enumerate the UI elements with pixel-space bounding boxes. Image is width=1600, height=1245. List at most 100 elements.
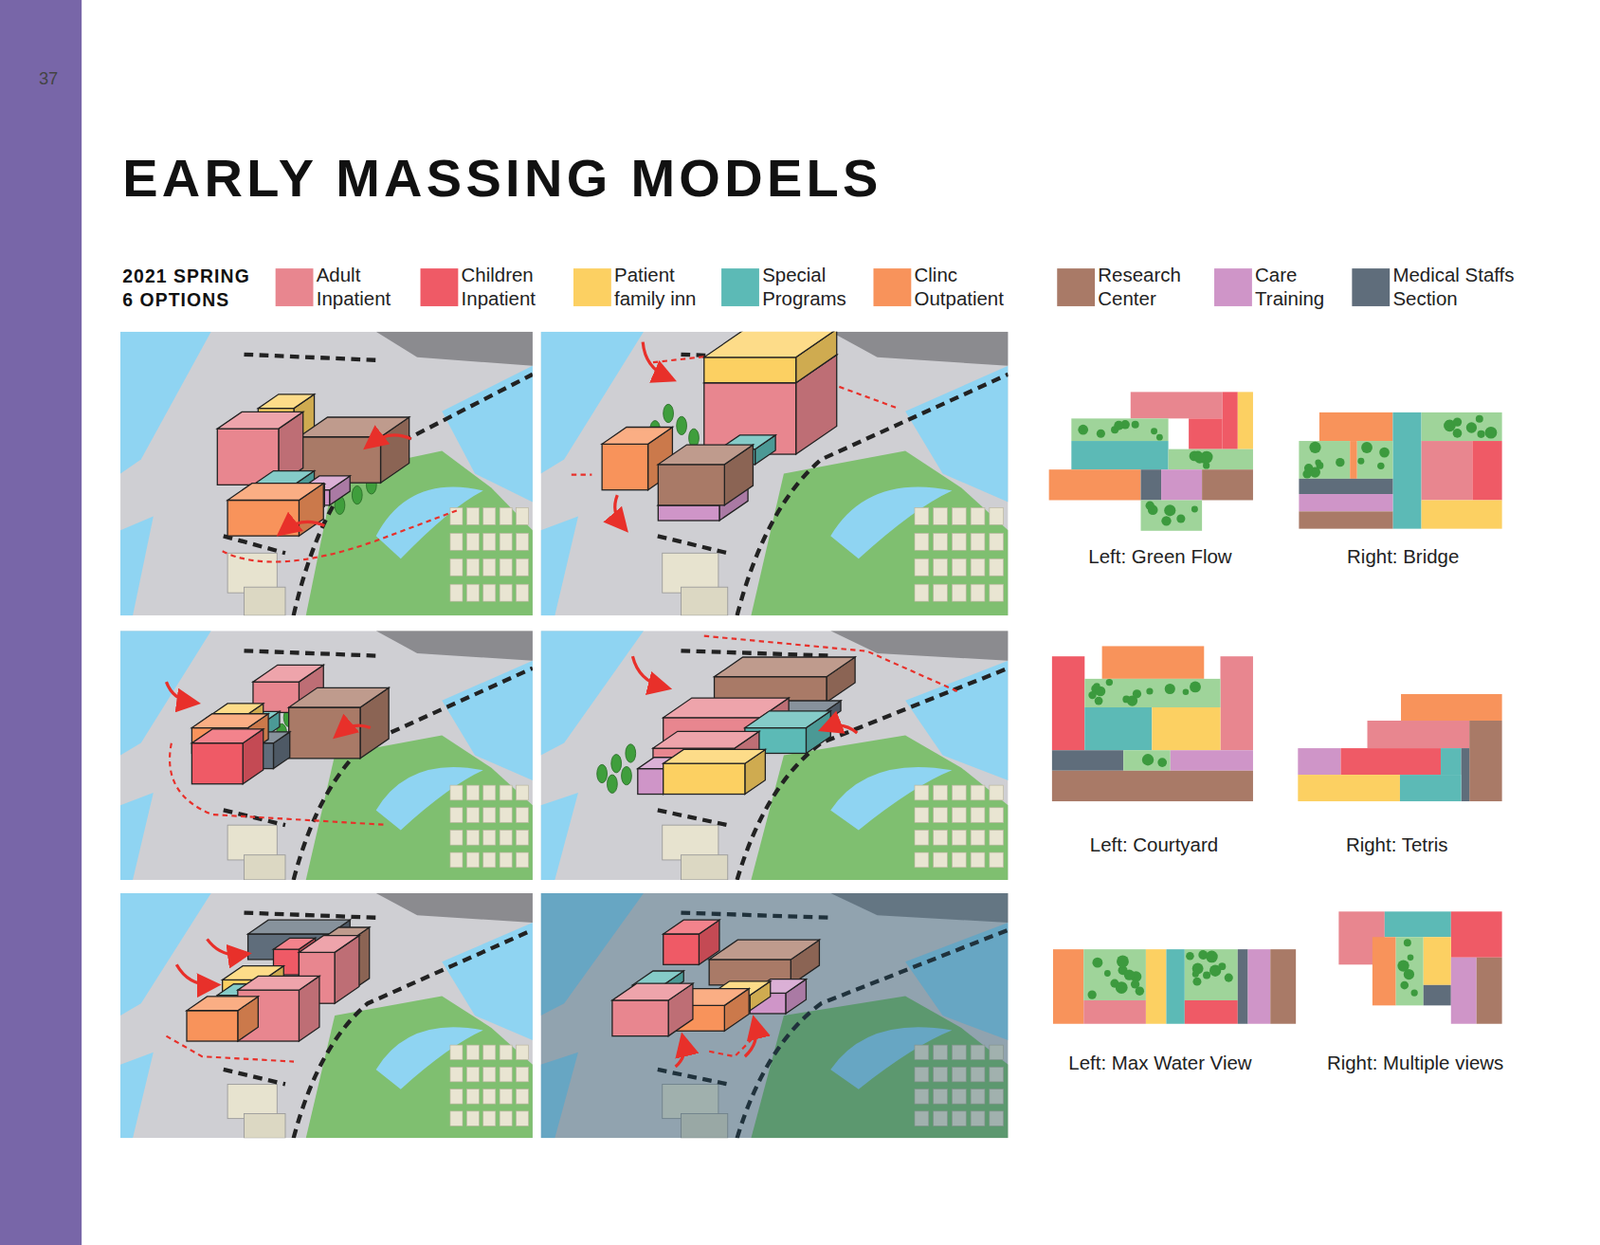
access-arrow bbox=[632, 655, 663, 687]
pond bbox=[376, 766, 484, 830]
tree-dot bbox=[1475, 415, 1484, 423]
parking bbox=[376, 892, 533, 923]
green-space bbox=[1298, 440, 1350, 479]
site-map bbox=[120, 331, 533, 616]
program-block bbox=[1161, 469, 1202, 500]
mass-front bbox=[289, 707, 361, 759]
tree-dot bbox=[1094, 696, 1104, 706]
tree-dot bbox=[1205, 950, 1219, 964]
city-block bbox=[933, 558, 948, 576]
tree-dot bbox=[1106, 678, 1113, 686]
program-block bbox=[1384, 910, 1452, 937]
tree-dot bbox=[1314, 459, 1322, 467]
city-block bbox=[989, 807, 1004, 823]
mass-front bbox=[186, 1010, 238, 1041]
mass-top bbox=[191, 728, 263, 744]
city-block bbox=[499, 784, 512, 800]
mass-top bbox=[653, 730, 760, 748]
pond bbox=[830, 766, 952, 830]
program-block bbox=[1237, 391, 1254, 449]
tree-dot bbox=[1192, 977, 1201, 986]
legend-swatch bbox=[872, 268, 911, 307]
tree-dot bbox=[1361, 441, 1373, 454]
land bbox=[120, 331, 533, 616]
city-block bbox=[516, 829, 529, 845]
mass-top bbox=[217, 411, 303, 429]
city-block bbox=[970, 829, 985, 845]
green-space bbox=[1084, 678, 1220, 708]
tree-dot bbox=[1096, 429, 1106, 438]
program-block bbox=[1052, 655, 1085, 750]
legend-text: Patient family inn bbox=[614, 264, 717, 311]
city-block bbox=[483, 558, 496, 576]
city-block bbox=[933, 852, 948, 868]
city-block bbox=[466, 1066, 479, 1082]
land bbox=[541, 630, 1009, 880]
plan-caption: Left: Green Flow bbox=[1027, 545, 1293, 569]
program-block bbox=[1053, 948, 1084, 1024]
plan-caption: Left: Max Water View bbox=[1027, 1052, 1293, 1075]
program-block bbox=[1297, 774, 1400, 801]
city-block bbox=[483, 852, 496, 868]
mass-top bbox=[253, 664, 324, 682]
program-block bbox=[1367, 720, 1471, 748]
mass-front bbox=[704, 382, 797, 455]
program-block bbox=[1130, 391, 1223, 419]
access-arrow bbox=[283, 521, 325, 530]
program-block bbox=[1184, 1000, 1238, 1024]
site-map bbox=[541, 630, 1009, 880]
land bbox=[541, 892, 1009, 1138]
water bbox=[120, 892, 212, 1016]
city-block bbox=[914, 507, 929, 525]
building bbox=[680, 586, 728, 616]
access-arrow bbox=[176, 963, 213, 985]
city-block bbox=[483, 1044, 496, 1060]
program-block bbox=[1141, 469, 1163, 500]
page-title: EARLY MASSING MODELS bbox=[122, 146, 883, 209]
tree-dot bbox=[1379, 447, 1390, 458]
city-block bbox=[951, 852, 966, 868]
tree-dot bbox=[1335, 457, 1345, 467]
city-block bbox=[516, 558, 529, 576]
legend-text: Research Center bbox=[1097, 264, 1200, 311]
plan-diagram bbox=[1053, 948, 1296, 1024]
mass-top bbox=[657, 444, 753, 465]
city-block bbox=[499, 1066, 512, 1082]
green-space bbox=[1357, 440, 1394, 479]
program-block bbox=[1400, 693, 1503, 721]
water bbox=[120, 515, 154, 616]
tree-dot bbox=[1113, 420, 1124, 431]
water bbox=[541, 515, 579, 616]
mass-top bbox=[601, 427, 673, 445]
tree-dot bbox=[1116, 954, 1129, 967]
city-block bbox=[933, 532, 948, 550]
site-boundary bbox=[293, 374, 533, 616]
mass-front bbox=[601, 443, 648, 490]
city-block bbox=[989, 852, 1004, 868]
program-block bbox=[1052, 749, 1124, 771]
program-block bbox=[1372, 936, 1397, 1005]
legend-text: Care Training bbox=[1254, 264, 1347, 311]
legend-swatch bbox=[275, 268, 314, 307]
tree-dot bbox=[1357, 457, 1364, 465]
park bbox=[306, 995, 533, 1138]
city-block bbox=[989, 532, 1004, 550]
city-block bbox=[970, 784, 985, 800]
city-block bbox=[450, 583, 463, 601]
program-block bbox=[1151, 707, 1220, 750]
water bbox=[541, 792, 579, 880]
tree-dot bbox=[1142, 753, 1154, 765]
plan-caption: Right: Multiple views bbox=[1282, 1052, 1548, 1075]
city-block bbox=[499, 583, 512, 601]
tree-dot bbox=[1304, 463, 1313, 473]
legend-text: Children Inpatient bbox=[461, 264, 556, 311]
legend-text: Clinc Outpatient bbox=[914, 264, 1022, 311]
mass-top bbox=[289, 687, 389, 708]
city-block bbox=[914, 784, 929, 800]
tree-dot bbox=[1191, 506, 1199, 513]
program-block bbox=[1421, 440, 1473, 500]
city-block bbox=[516, 1110, 529, 1127]
tree-dot bbox=[1377, 462, 1384, 470]
city-block bbox=[914, 852, 929, 868]
mass-front bbox=[663, 933, 700, 964]
